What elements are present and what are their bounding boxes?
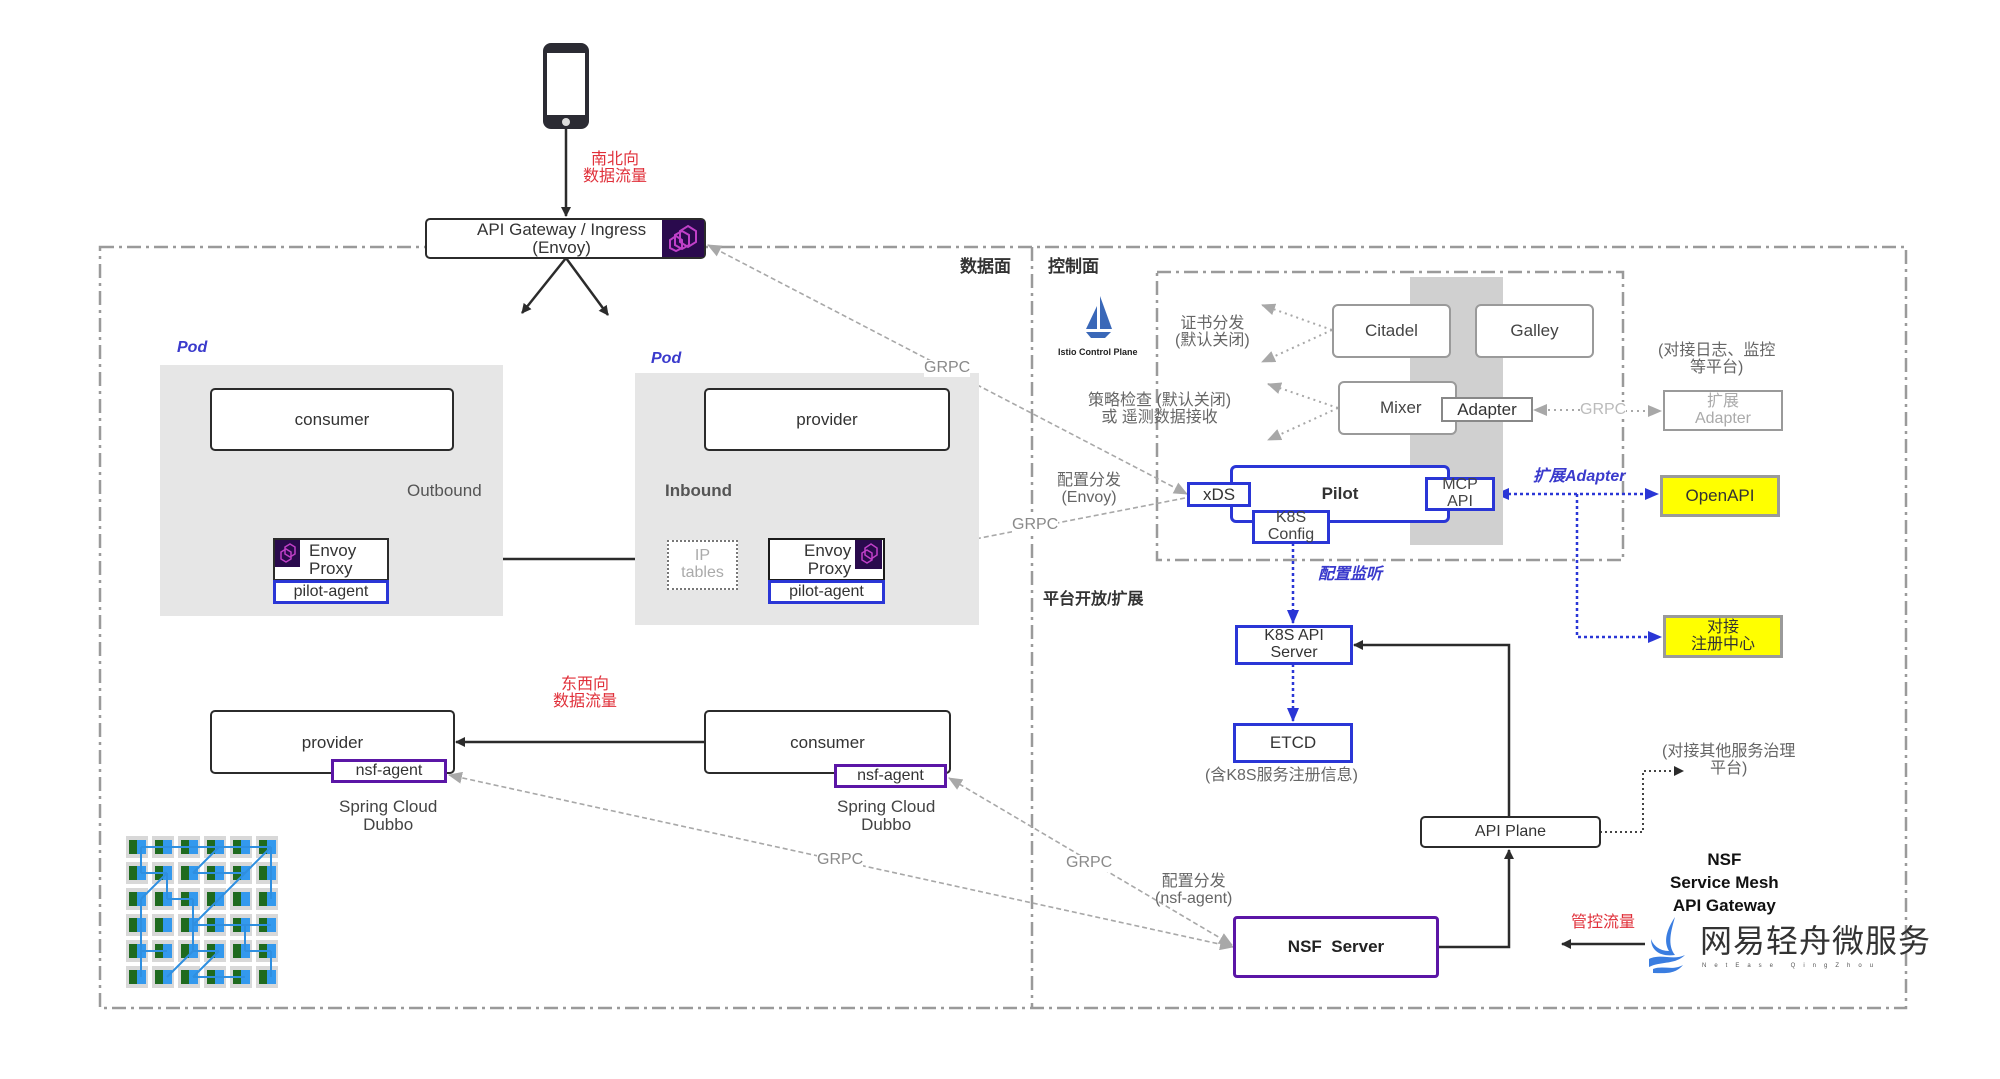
control-plane-label: 控制面 bbox=[1048, 257, 1099, 276]
log-platform-label: (对接日志、监控等平台) bbox=[1658, 342, 1776, 376]
outer-frame bbox=[98, 245, 1908, 1010]
north-south-label: 南北向数据流量 bbox=[583, 151, 648, 185]
registry-box[interactable]: 对接注册中心 bbox=[1663, 615, 1783, 658]
galley-box[interactable]: Galley bbox=[1475, 304, 1594, 358]
pilot-agent-outbound[interactable]: pilot-agent bbox=[273, 580, 389, 604]
inbound-label: Inbound bbox=[665, 481, 733, 500]
nsf-agent-provider[interactable]: nsf-agent bbox=[331, 759, 447, 783]
outbound-label: Outbound bbox=[407, 481, 482, 500]
other-gov-label: (对接其他服务治理平台) bbox=[1662, 743, 1796, 777]
control-traffic-label: 管控流量 bbox=[1571, 914, 1636, 931]
etcd-note: (含K8S服务注册信息) bbox=[1205, 767, 1358, 784]
nsf-server-box[interactable]: NSF Server bbox=[1233, 916, 1439, 978]
grpc-label: GRPC bbox=[1580, 401, 1627, 419]
pod-label: Pod bbox=[651, 350, 682, 367]
xds-box[interactable]: xDS bbox=[1187, 482, 1251, 507]
microservice-grid-icon bbox=[126, 836, 278, 988]
pod-label: Pod bbox=[177, 339, 208, 356]
phone-icon bbox=[543, 43, 589, 129]
api-gateway[interactable]: API Gateway / Ingress(Envoy) bbox=[425, 218, 706, 259]
provider-box[interactable]: provider bbox=[704, 388, 950, 451]
platform-label: 平台开放/扩展 bbox=[1043, 591, 1144, 608]
config-dist-envoy-label: 配置分发(Envoy) bbox=[1057, 472, 1122, 506]
pilot-agent-inbound[interactable]: pilot-agent bbox=[768, 580, 885, 604]
config-watch-label: 配置监听 bbox=[1318, 566, 1383, 583]
envoy-icon bbox=[855, 540, 882, 569]
grpc-label: GRPC bbox=[924, 359, 971, 377]
ext-adapter-link-label: 扩展Adapter bbox=[1533, 468, 1626, 485]
cert-dist-label: 证书分发(默认关闭) bbox=[1175, 315, 1250, 349]
openapi-box[interactable]: OpenAPI bbox=[1660, 475, 1780, 517]
grpc-label: GRPC bbox=[817, 851, 864, 869]
istio-logo-icon bbox=[1083, 296, 1113, 340]
adapter-box[interactable]: Adapter bbox=[1441, 397, 1533, 422]
policy-label: 策略检查 (默认关闭)或 遥测数据接收 bbox=[1088, 392, 1232, 426]
consumer-box[interactable]: consumer bbox=[210, 388, 454, 451]
citadel-box[interactable]: Citadel bbox=[1332, 304, 1451, 358]
etcd-box[interactable]: ETCD bbox=[1233, 723, 1353, 763]
brand-logo-text: 网易轻舟微服务 bbox=[1700, 923, 1932, 959]
data-plane-label: 数据面 bbox=[960, 257, 1011, 276]
grpc-label: GRPC bbox=[1066, 854, 1113, 872]
config-dist-nsf-label: 配置分发(nsf-agent) bbox=[1155, 873, 1233, 907]
brand-logo-sub: NetEase QingZhou bbox=[1702, 963, 1882, 969]
qingzhou-logo-icon bbox=[1645, 915, 1689, 975]
east-west-label: 东西向数据流量 bbox=[553, 676, 618, 710]
api-plane-box[interactable]: API Plane bbox=[1420, 816, 1601, 848]
istio-caption: Istio Control Plane bbox=[1058, 347, 1138, 357]
envoy-icon bbox=[662, 220, 704, 257]
mixer-box[interactable]: Mixer bbox=[1338, 381, 1457, 435]
nsf-consumer-box[interactable]: consumer bbox=[704, 710, 951, 774]
envoy-icon bbox=[275, 540, 300, 567]
grpc-label: GRPC bbox=[1012, 516, 1059, 534]
nsf-agent-consumer[interactable]: nsf-agent bbox=[834, 764, 947, 788]
